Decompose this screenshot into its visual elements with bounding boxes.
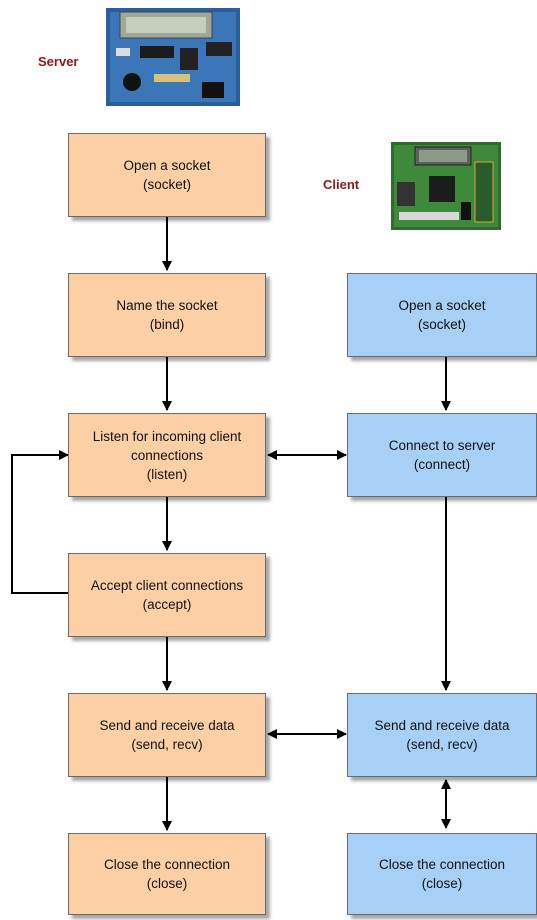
box-title: Connect to server: [388, 438, 496, 453]
box-title: Open a socket: [398, 298, 486, 313]
client-label: Client: [323, 177, 360, 192]
box-title: Close the connection: [378, 857, 506, 872]
box-call: (socket): [417, 317, 466, 332]
server-box-listen: Listen for incoming client connections (…: [68, 413, 266, 497]
box-title: Listen for incoming client: [92, 428, 242, 444]
server-board-icon: [106, 8, 240, 106]
box-call: (socket): [142, 177, 191, 192]
server-box-send-recv: Send and receive data (send, recv): [68, 693, 266, 777]
box-call: (bind): [149, 317, 185, 332]
server-box-accept: Accept client connections (accept): [68, 553, 266, 637]
client-box-close: Close the connection (close): [347, 833, 537, 915]
server-box-socket: Open a socket (socket): [68, 133, 266, 217]
box-call: (accept): [142, 597, 192, 612]
arrow-accept-loop: [11, 450, 69, 594]
server-box-close: Close the connection (close): [68, 833, 266, 915]
box-call: (connect): [413, 457, 471, 472]
box-title-cont: connections: [130, 447, 204, 463]
box-call: (send, recv): [406, 737, 478, 752]
server-box-bind: Name the socket (bind): [68, 273, 266, 357]
box-title: Send and receive data: [374, 718, 510, 733]
box-call: (send, recv): [131, 737, 203, 752]
client-box-send-recv: Send and receive data (send, recv): [347, 693, 537, 777]
box-title: Name the socket: [116, 298, 218, 313]
client-board-icon: [391, 142, 501, 230]
server-label: Server: [38, 54, 79, 69]
box-call: (close): [146, 876, 188, 891]
client-box-socket: Open a socket (socket): [347, 273, 537, 357]
client-box-connect: Connect to server (connect): [347, 413, 537, 497]
box-call: (listen): [146, 466, 188, 482]
box-call: (close): [421, 876, 463, 891]
box-title: Send and receive data: [99, 718, 235, 733]
box-title: Accept client connections: [90, 578, 244, 593]
box-title: Close the connection: [103, 857, 231, 872]
box-title: Open a socket: [123, 158, 211, 173]
